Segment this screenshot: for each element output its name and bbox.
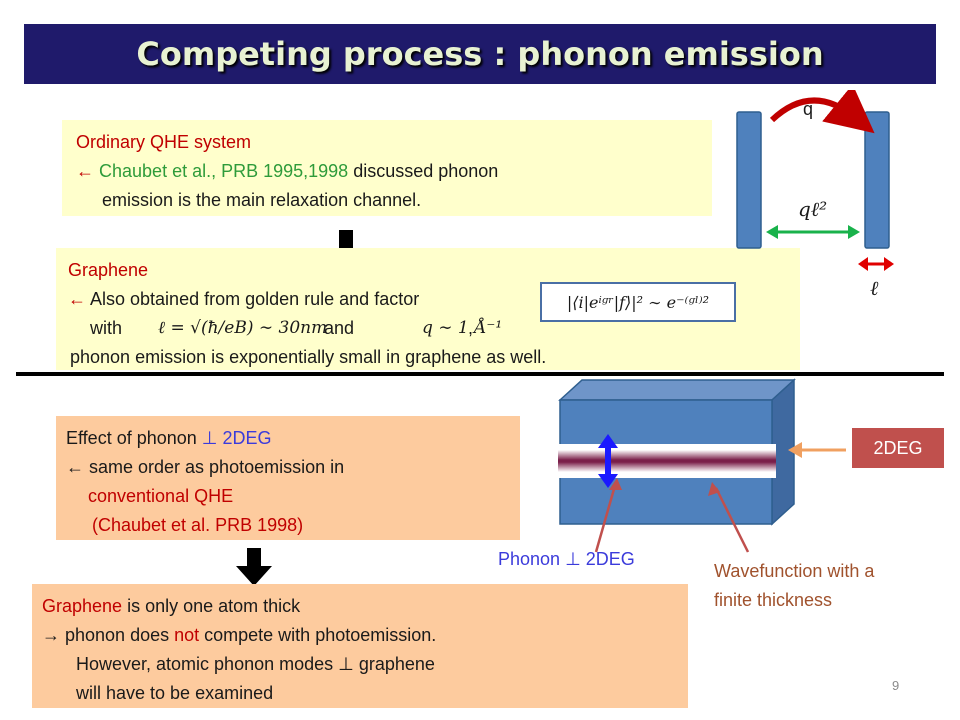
wavefunction-label-line2: finite thickness xyxy=(714,590,833,610)
and-text: and xyxy=(324,318,355,338)
down-arrow-icon xyxy=(236,548,272,586)
box3-line1: Effect of phonon ⊥ 2DEG xyxy=(66,424,520,453)
box4-line3-pre: However, atomic phonon modes xyxy=(76,654,339,674)
wavefunction-label: Wavefunction with a finite thickness xyxy=(714,557,874,615)
box4-line3-post: graphene xyxy=(353,654,435,674)
left-orbit-bar xyxy=(736,111,762,249)
wavefunction-pointer xyxy=(714,487,750,553)
2deg-badge: 2DEG xyxy=(852,428,944,468)
box4-line2-pre: phonon does xyxy=(60,625,175,645)
section-divider xyxy=(16,372,944,376)
box4-line4: will have to be examined xyxy=(76,683,274,703)
comma-text: , xyxy=(468,318,474,338)
2deg-slab-diagram xyxy=(558,378,846,553)
graphene-box: Graphene ← Also obtained from golden rul… xyxy=(56,248,800,370)
graphene-thickness-box: Graphene is only one atom thick → phonon… xyxy=(32,584,688,708)
box1-line3: emission is the main relaxation channel. xyxy=(102,190,422,210)
box4-line3: However, atomic phonon modes ⊥ graphene xyxy=(42,650,688,679)
q-equation: q ∼ 1 Å⁻¹ xyxy=(422,318,503,338)
right-orbit-bar xyxy=(864,111,890,249)
matrix-element-equation: |⟨i|eⁱᵍʳ|f⟩|² ∼ e⁻⁽ᵍˡ⁾² xyxy=(540,282,736,322)
box4-line1-rest: is only one atom thick xyxy=(122,596,301,616)
phonon-perp-label: Phonon ⊥ 2DEG xyxy=(498,549,635,570)
matrix-element-text: |⟨i|eⁱᵍʳ|f⟩|² ∼ e⁻⁽ᵍˡ⁾² xyxy=(566,292,710,312)
box2-line4: phonon emission is exponentially small i… xyxy=(70,347,547,367)
phonon-label-text: Phonon xyxy=(498,549,566,569)
box4-line2-post: compete with photoemission. xyxy=(199,625,437,645)
left-arrow-icon: ← xyxy=(76,161,94,181)
box1-heading: Ordinary QHE system xyxy=(76,132,252,152)
box4-line1: Graphene is only one atom thick xyxy=(42,592,688,621)
box3-line4: (Chaubet et al. PRB 1998) xyxy=(92,515,304,535)
box1-line2: ← Chaubet et al., PRB 1995,1998 discusse… xyxy=(76,157,712,186)
box3-line1-post: 2DEG xyxy=(217,428,272,448)
landau-orbit-diagram xyxy=(736,90,894,271)
hop-arrow xyxy=(769,90,875,134)
ql2-label: qℓ² xyxy=(798,197,828,221)
with-text: with xyxy=(90,318,123,338)
right-arrow-icon: → xyxy=(42,625,60,645)
left-arrow-icon: ← xyxy=(66,457,84,477)
box4-line2: → phonon does not compete with photoemis… xyxy=(42,621,688,650)
wavefunction-label-line1: Wavefunction with a xyxy=(714,561,875,581)
box2-heading: Graphene xyxy=(68,260,149,280)
phonon-pointer xyxy=(594,481,618,553)
perp-icon: ⊥ xyxy=(565,549,581,569)
box3-line3: conventional QHE xyxy=(88,486,234,506)
left-arrow-icon: ← xyxy=(68,289,86,309)
box2-line2: ← Also obtained from golden rule and fac… xyxy=(68,285,800,314)
box2-line2-text: Also obtained from golden rule and facto… xyxy=(86,289,420,309)
graphene-word: Graphene xyxy=(42,596,123,616)
box3-line1-pre: Effect of phonon xyxy=(66,428,202,448)
phonon-effect-box: Effect of phonon ⊥ 2DEG ← same order as … xyxy=(56,416,520,540)
title-bar: Competing process : phonon emission xyxy=(24,24,936,84)
phonon-label-2deg: 2DEG xyxy=(580,549,635,569)
wavefunction-band xyxy=(558,450,776,472)
chaubet-citation: Chaubet et al., PRB 1995,1998 xyxy=(99,161,349,181)
slide-title: Competing process : phonon emission xyxy=(136,35,824,73)
perp-icon: ⊥ xyxy=(201,428,218,448)
perp-icon: ⊥ xyxy=(338,654,354,674)
slab-top-face xyxy=(558,379,796,401)
ordinary-qhe-box: Ordinary QHE system ← Chaubet et al., PR… xyxy=(62,120,712,216)
page-number: 9 xyxy=(892,678,900,693)
box3-line2-text: same order as photoemission in xyxy=(84,457,345,477)
not-word: not xyxy=(174,625,200,645)
q-label: q xyxy=(803,99,814,119)
box1-line2-text: discussed phonon xyxy=(348,161,499,181)
ell-equation: ℓ = √(ħ/eB) ∼ 30nm xyxy=(158,318,328,338)
ell-label: ℓ xyxy=(870,276,879,300)
box2-line3: with ℓ = √(ħ/eB) ∼ 30nm and q ∼ 1 Å⁻¹ , xyxy=(68,314,800,343)
box3-line2: ← same order as photoemission in xyxy=(66,453,520,482)
